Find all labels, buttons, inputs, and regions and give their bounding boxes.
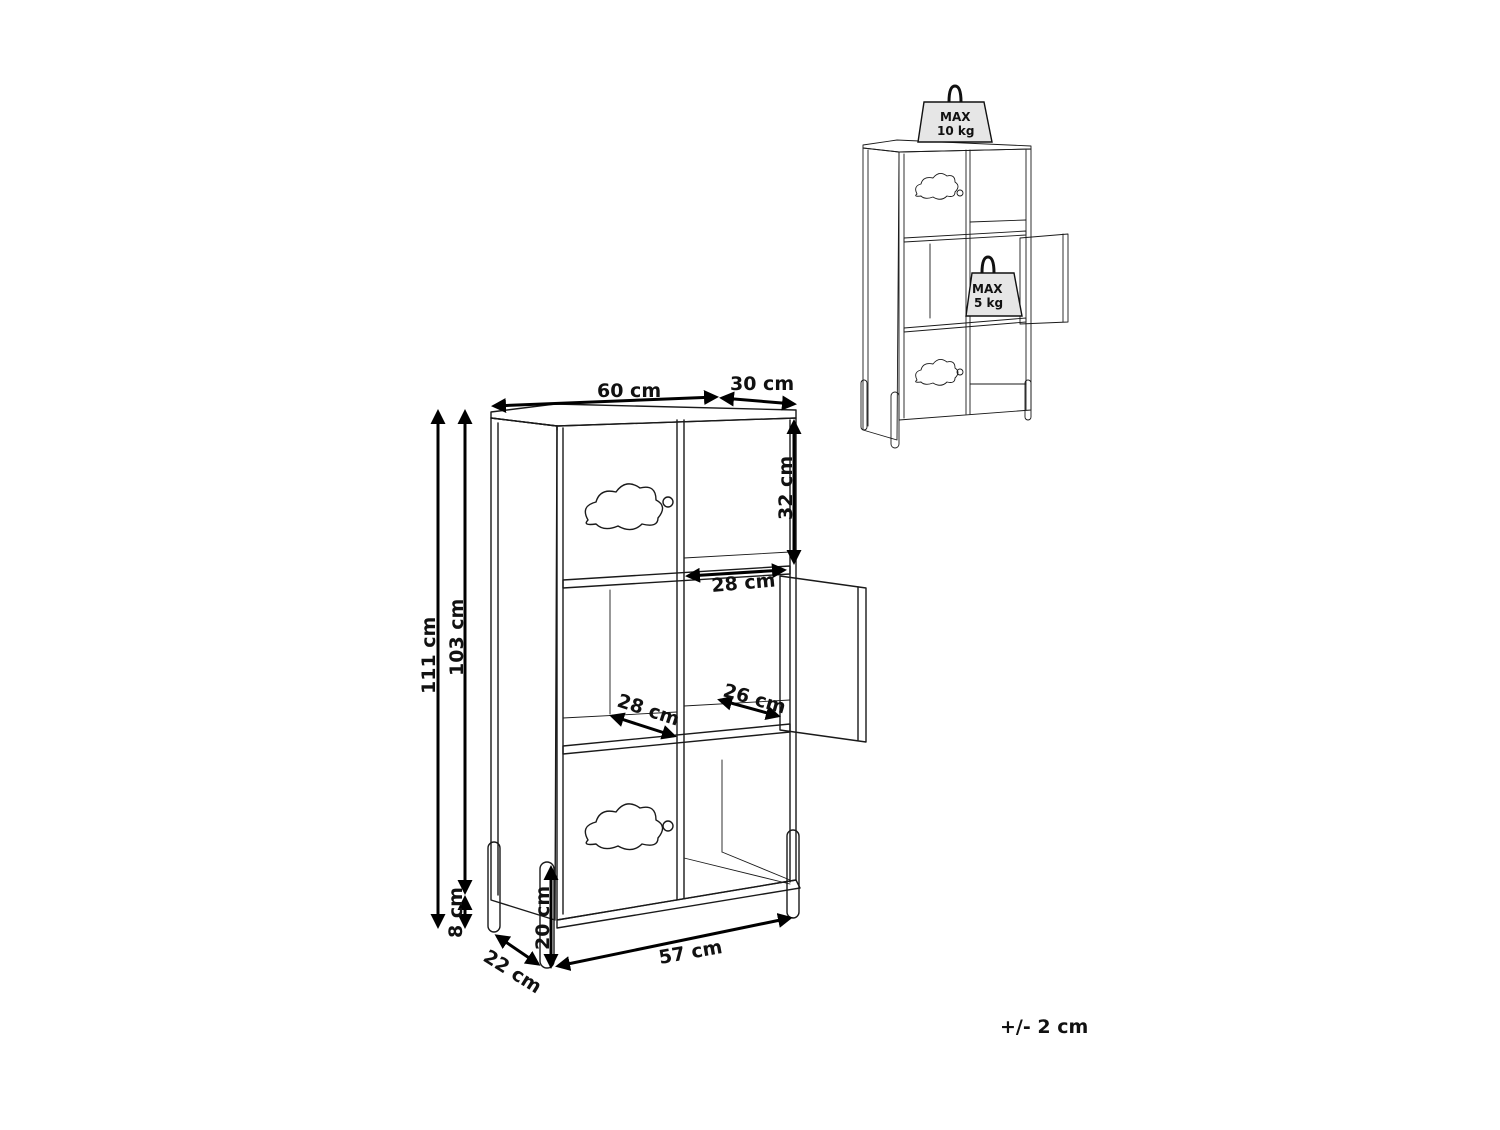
compartment-depth-label: 28 cm: [614, 690, 682, 731]
dimension-lines: [430, 389, 802, 971]
cloud-icon: [915, 359, 959, 386]
leg-back-left: [487, 841, 501, 933]
small-cabinet-side: [862, 147, 900, 441]
body-height-label: 103 cm: [446, 599, 468, 676]
depth-label: 30 cm: [730, 373, 794, 395]
main-cabinet-drawing: [487, 403, 867, 969]
width-label: 60 cm: [597, 380, 661, 402]
cloud-icon: [584, 483, 664, 531]
door-compartment-depth-label: 26 cm: [721, 680, 789, 719]
small-leg: [1024, 379, 1032, 421]
compartment-height-label: 32 cm: [775, 456, 797, 520]
total-height-label: 111 cm: [418, 617, 440, 694]
small-leg: [860, 379, 868, 431]
cabinet-left-side: [490, 417, 558, 921]
leg-spacing-height-label: 20 cm: [532, 886, 554, 950]
small-shelf-lower: [903, 317, 1027, 333]
door-knob-icon: [662, 496, 674, 508]
compartment-width-label: 28 cm: [711, 569, 777, 597]
dimension-labels: 60 cm 30 cm 32 cm 28 cm 28 cm 26 cm 111 …: [418, 373, 797, 998]
door-knob-icon: [956, 189, 964, 197]
weight-top-icon: MAX 10 kg: [917, 84, 993, 143]
cabinet-bottom: [556, 879, 801, 929]
shelf-max-label: MAX: [972, 282, 1003, 296]
door-knob-icon: [662, 820, 674, 832]
shelf-max-value: 5 kg: [974, 296, 1003, 310]
leg-back-right: [786, 829, 800, 919]
cloud-icon: [915, 173, 959, 200]
weight-shelf-icon: MAX 5 kg: [965, 255, 1023, 317]
small-leg: [890, 391, 900, 449]
top-max-value: 10 kg: [937, 124, 974, 138]
open-door: [779, 575, 867, 743]
cloud-icon: [584, 803, 664, 851]
tolerance-note: +/- 2 cm: [1000, 1016, 1089, 1038]
leg-depth-label: 22 cm: [479, 946, 545, 999]
small-shelf-upper: [903, 230, 1027, 243]
leg-height-label: 8 cm: [445, 887, 467, 938]
leg-width-label: 57 cm: [657, 936, 724, 969]
load-limit-drawing: MAX 10 kg MAX 5 kg: [860, 84, 1069, 449]
small-open-door: [1019, 233, 1069, 325]
top-max-label: MAX: [940, 110, 971, 124]
door-knob-icon: [956, 368, 964, 376]
